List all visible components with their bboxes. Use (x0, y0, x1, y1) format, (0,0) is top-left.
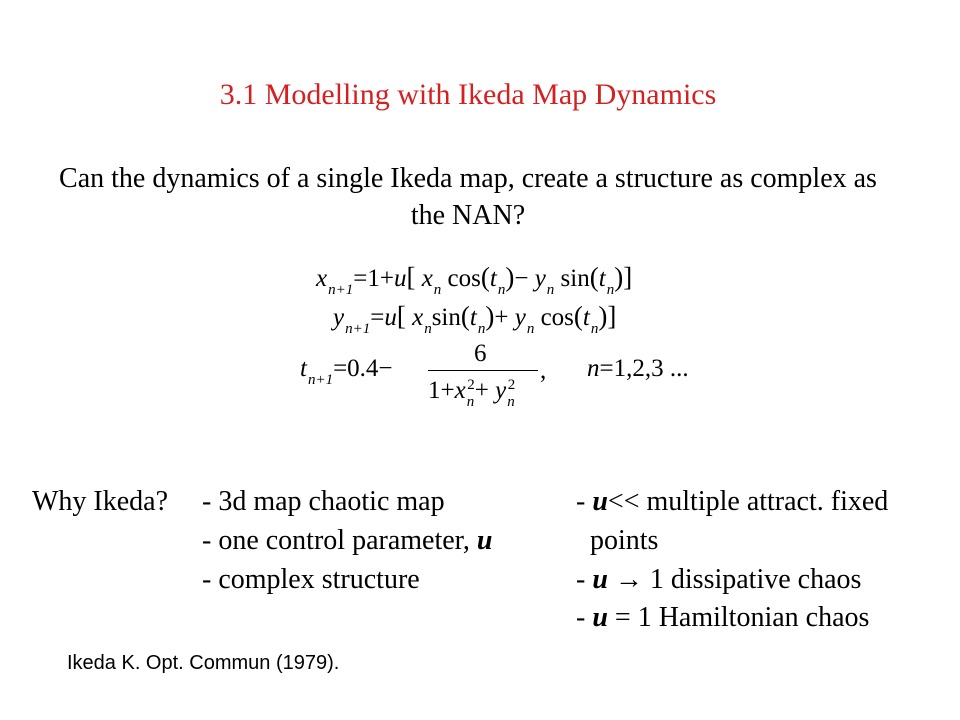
regime-item: - u<< multiple attract. fixed (576, 486, 889, 517)
regime-item-continued: points (590, 525, 659, 556)
slide-title: 3.1 Modelling with Ikeda Map Dynamics (219, 78, 717, 111)
regime-item: - u → 1 dissipative chaos (576, 564, 862, 595)
fraction-denominator: 1+xn2+ yn2 (428, 377, 516, 410)
regime-item: - u = 1 Hamiltonian chaos (576, 602, 870, 633)
reason-item: - 3d map chaotic map (202, 486, 445, 517)
equation-x: xn+1=1+u[ xn cos(tn)− yn sin(tn)] (316, 262, 633, 298)
index-condition: n=1,2,3 ... (587, 355, 689, 382)
fraction-numerator: 6 (474, 340, 487, 367)
reason-item: - complex structure (202, 564, 420, 595)
equation-comma: , (540, 357, 547, 384)
equation-t-lhs: tn+1=0.4− (300, 355, 393, 388)
question-text: Can the dynamics of a single Ikeda map, … (59, 163, 877, 231)
fraction-bar (428, 370, 538, 371)
equation-y: yn+1=u[ xnsin(tn)+ yn cos(tn)] (333, 301, 617, 337)
citation: Ikeda K. Opt. Commun (1979). (67, 652, 340, 674)
reason-item: - one control parameter, u (202, 525, 493, 556)
why-ikeda-label: Why Ikeda? (32, 486, 169, 517)
